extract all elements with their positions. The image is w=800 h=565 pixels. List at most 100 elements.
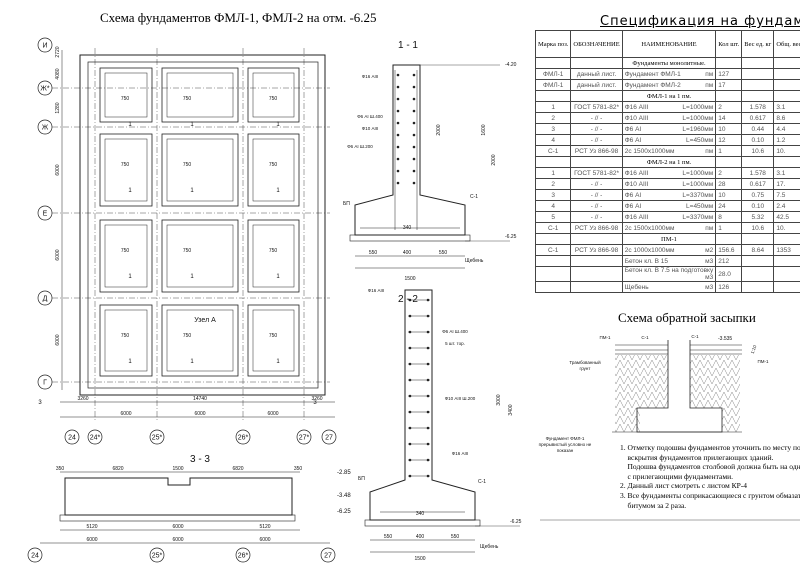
foundation-cell-inner — [104, 72, 148, 118]
rebar-dot — [396, 97, 400, 101]
total-weight-cell: 42.5 — [773, 211, 800, 223]
dim-label: 6000 — [259, 537, 270, 543]
designation-cell — [570, 266, 623, 282]
rebar-dot — [426, 394, 430, 398]
dim-label: 550 — [439, 250, 448, 256]
row-axis-marker — [37, 205, 53, 221]
dim-label: 400 — [416, 534, 425, 540]
label-c1: С-1 — [691, 334, 699, 339]
rebar-dot — [426, 298, 430, 302]
qty-cell: 28.0 — [715, 266, 743, 282]
cut-mark: 1 — [128, 188, 132, 194]
designation-cell: ГОСТ 5781-82* — [570, 101, 623, 113]
dim-top: 6820 — [232, 466, 243, 472]
cell-dim: 750 — [121, 333, 130, 339]
rebar-dot — [426, 362, 430, 366]
mark-cell: 2 — [534, 178, 572, 190]
axis-label: Ж — [42, 125, 49, 132]
length-unit-cell: м3 — [705, 283, 714, 291]
mark-cell: С-1 — [534, 222, 572, 234]
section-label: ФМЛ-2 на 1 пм. — [621, 156, 717, 168]
designation-cell: - // - — [570, 200, 623, 212]
unit-weight-cell — [741, 255, 775, 267]
total-weight-cell: 2.4 — [773, 200, 800, 212]
vert-dim: 3400 — [508, 404, 514, 415]
designation-cell: - // - — [570, 112, 623, 124]
foundation-cell — [247, 133, 300, 207]
rebar-dot — [412, 181, 416, 185]
cut-mark: 1 — [276, 122, 280, 128]
bp-label: БП — [358, 476, 365, 482]
table-section-row: ПМ-1 — [534, 233, 800, 245]
name-cell: Ф10 АIII — [624, 114, 649, 122]
section-1-1-outline — [354, 64, 466, 236]
label-foundation: Фундамент ФМЛ-1 — [546, 436, 585, 441]
qty-cell: 14 — [715, 112, 743, 124]
qty-cell: 8 — [715, 211, 743, 223]
rebar-label: Ф16 АIII — [452, 451, 468, 456]
column-header: Вес ед. кг — [741, 30, 775, 58]
rebar-label: Ф10 АIII Ш.200 — [445, 396, 476, 401]
vert-dim: 3000 — [496, 394, 502, 405]
column-header: Общ. вес — [773, 30, 800, 58]
foundation-cell — [247, 67, 300, 123]
mark-cell: ФМЛ-1 — [534, 79, 572, 91]
row-axis-marker — [37, 290, 53, 306]
length-unit-cell: пм — [705, 81, 714, 89]
axis-label: 26* — [238, 435, 249, 442]
rebar-dot — [426, 314, 430, 318]
length-unit-cell: м2 — [705, 246, 714, 254]
axis-label: 25* — [152, 435, 163, 442]
rebar-label: Ф16 АIII — [362, 74, 378, 79]
length-unit-cell: м3 — [705, 274, 714, 281]
section-1-1-title: 1 - 1 — [398, 40, 418, 51]
rebar-dot — [396, 157, 400, 161]
rebar-dot — [396, 145, 400, 149]
unit-weight-cell: 0.10 — [741, 134, 775, 146]
column-axis-marker — [64, 429, 80, 445]
node-label: Узел А — [194, 317, 216, 324]
length-unit-cell: L=3370мм — [682, 191, 714, 199]
rebar-label: 5 шт. тор. — [445, 341, 465, 346]
left-dim: 4080 — [55, 68, 61, 79]
rebar-dot — [396, 109, 400, 113]
foundation-cell — [99, 67, 153, 123]
qty-cell: 24 — [715, 200, 743, 212]
rebar-label: Ф6 АI Ш.400 — [357, 114, 383, 119]
cut-mark: 1 — [190, 359, 194, 365]
foundation-cell-inner — [166, 309, 234, 372]
left-dim: 1280 — [55, 102, 61, 113]
rebar-dot — [426, 378, 430, 382]
foundation-cell-inner — [166, 138, 234, 202]
label-soil: грунт — [580, 366, 591, 371]
cell-dim: 750 — [269, 333, 278, 339]
mark-cell: 3 — [534, 123, 572, 135]
foundation-cell — [161, 219, 239, 293]
table-section-row: ФМЛ-2 на 1 пм. — [534, 156, 800, 168]
total-weight-cell: 1353 — [773, 244, 800, 256]
rebar-dot — [408, 394, 412, 398]
cut-mark-3: 3 — [38, 400, 42, 406]
length-unit-cell: L=450мм — [686, 202, 714, 210]
foundation-cell-inner — [166, 72, 234, 118]
backfill-soil-left — [615, 355, 668, 432]
vert-dim: 1600 — [481, 124, 487, 135]
cell-dim: 750 — [183, 333, 192, 339]
rebar-dot — [412, 157, 416, 161]
total-weight-cell: 3.1 — [773, 167, 800, 179]
rebar-dot — [408, 330, 412, 334]
dim-top: 14740 — [193, 396, 207, 402]
rebar-dot — [412, 85, 416, 89]
rebar-dot — [426, 426, 430, 430]
unit-weight-cell — [741, 79, 775, 91]
name-cell: Ф6 АI — [624, 202, 642, 210]
mark-cell: 5 — [534, 211, 572, 223]
level-label: -2.85 — [337, 470, 351, 476]
rebar-dot — [412, 97, 416, 101]
